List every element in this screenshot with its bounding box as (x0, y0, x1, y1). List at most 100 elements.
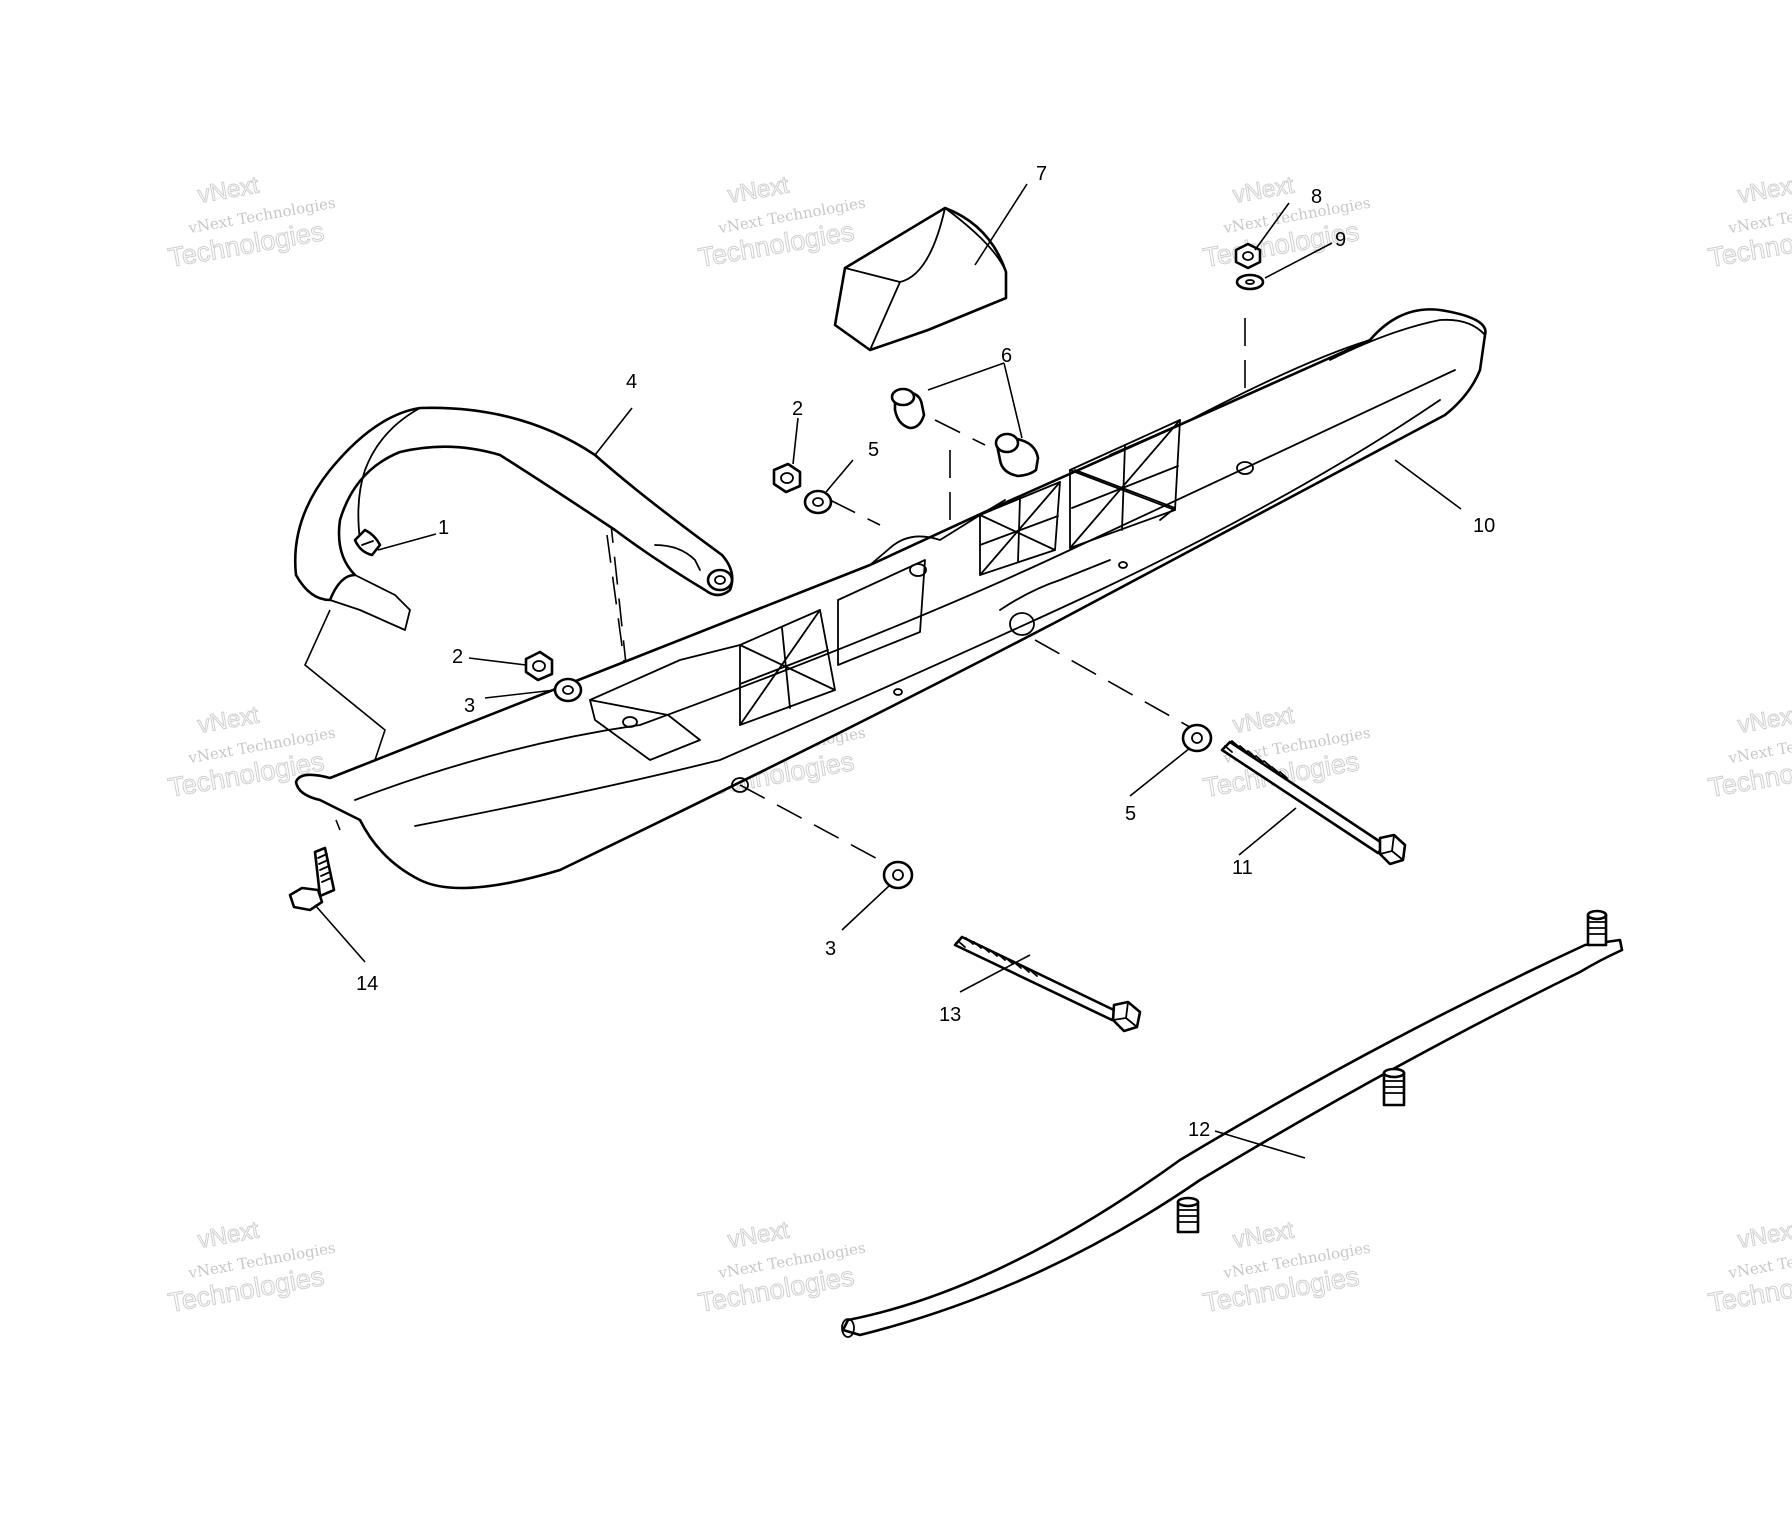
assembly-line-14 (335, 819, 341, 831)
callout-12: 12 (1188, 1119, 1210, 1141)
watermark-tile: vNext vNext Technologies Technologies (1200, 171, 1372, 273)
screw-14-threads (317, 853, 332, 883)
leader-lines (314, 183, 1462, 1159)
ski-side-rail (999, 559, 1111, 611)
wear-bar (841, 909, 1624, 1338)
leader-14 (314, 904, 366, 963)
ski-hole-rear (622, 716, 638, 728)
washer-upper (803, 489, 833, 515)
leader-3-upper (484, 689, 556, 699)
tip-washer (1235, 273, 1265, 291)
bumper-inner-curve (357, 407, 421, 541)
watermark-tile: vNext vNext Technologies Technologies (1705, 701, 1792, 803)
ski-hole-mid (909, 563, 927, 577)
callout-5-lower: 5 (1125, 803, 1136, 825)
callout-7: 7 (1036, 163, 1047, 185)
leader-10 (1394, 459, 1462, 510)
watermark-top-text: vNext (196, 172, 261, 209)
ski-bumper (293, 406, 734, 631)
callout-3-upper: 3 (464, 695, 475, 717)
frame-panel-3-brace (979, 481, 1061, 576)
callout-5-upper: 5 (868, 439, 879, 461)
watermark-top-text: vNext (1231, 172, 1296, 209)
washer-upper-hole (812, 497, 824, 507)
leader-9 (1264, 242, 1333, 279)
bolt-11 (1220, 740, 1407, 866)
ski-frame-rail-rear (589, 644, 741, 701)
nut-washer-upper (772, 462, 833, 515)
washer-lower (553, 677, 583, 703)
bushing-upper-flange (890, 387, 916, 407)
bushing-lower-flange (994, 432, 1020, 454)
seat-pad-front-edge (869, 281, 901, 351)
leader-5-lower (1129, 747, 1191, 797)
washer-bolt-11 (1181, 723, 1213, 753)
washer-3-lower (882, 860, 914, 890)
callout-10: 10 (1473, 515, 1495, 537)
bushing-upper (890, 387, 926, 430)
callout-4: 4 (626, 371, 637, 393)
watermark-top-text: vNext (1231, 702, 1296, 739)
seat-pad (833, 206, 1008, 352)
stud-2-top (1382, 1067, 1406, 1079)
ski-rear-pocket (589, 699, 701, 761)
seat-pad-right-edge (944, 207, 1007, 273)
stud-1-threads (1177, 1209, 1199, 1223)
tip-nut-hole (1242, 251, 1254, 261)
bumper-end-plate (329, 574, 411, 631)
ski-outline (294, 308, 1487, 890)
leader-2-lower (468, 657, 527, 666)
callout-3-lower: 3 (825, 938, 836, 960)
watermark-top-text: vNext (1736, 172, 1792, 209)
callout-11: 11 (1232, 857, 1253, 879)
nut-upper (772, 462, 802, 494)
assembly-line-bolt-11 (1034, 639, 1196, 731)
leader-1 (377, 533, 437, 551)
watermark-tile: vNext vNext Technologies Technologies (165, 1216, 337, 1318)
nut-lower (524, 650, 554, 682)
ski-hole-small-2 (893, 688, 903, 696)
clip (353, 528, 382, 557)
bumper-tube-hole (714, 575, 726, 585)
washer-5-lower-hole (1191, 732, 1203, 744)
frame-panel-1-brace (739, 609, 836, 726)
watermark-tile: vNext vNext Technologies Technologies (1705, 1216, 1792, 1318)
bolt-11-threads (1224, 740, 1288, 779)
ski-hole-tip (1236, 461, 1254, 475)
watermark-top-text: vNext (1736, 702, 1792, 739)
stud-3-threads (1587, 921, 1607, 935)
leader-11 (1238, 807, 1297, 856)
ski-tip-curve (1329, 318, 1486, 361)
callout-labels: 7 8 9 6 2 5 4 1 2 3 10 5 11 3 13 14 12 (356, 163, 1495, 1141)
leader-3-lower (841, 884, 891, 931)
nut-upper-hole (780, 472, 794, 484)
tip-nut (1234, 242, 1262, 270)
ski-hole-small (1118, 561, 1128, 569)
callout-8: 8 (1311, 186, 1322, 208)
seat-pad-top-curve (844, 207, 946, 283)
bolt-13 (953, 935, 1142, 1033)
leader-8 (1254, 202, 1290, 251)
ski-hole-front (731, 777, 749, 793)
stud-3-top (1586, 909, 1608, 921)
ski-inner-rail-top (354, 369, 1456, 801)
nut-lower-hole (532, 660, 546, 672)
washer-lower-hole (562, 685, 574, 695)
callout-1: 1 (438, 517, 449, 539)
assembly-line-5 (829, 499, 881, 526)
watermark-top-text: vNext (196, 702, 261, 739)
screw-14-head (288, 886, 324, 912)
stud-1-top (1176, 1196, 1200, 1208)
ski-hole-pivot (1009, 612, 1035, 636)
leader-13 (959, 954, 1031, 993)
watermark-top-text: vNext (726, 172, 791, 209)
watermark-top-text: vNext (196, 1217, 261, 1254)
screw-14-shank (313, 846, 336, 898)
watermark-tile: vNext vNext Technologies Technologies (165, 701, 337, 803)
watermark-top-text: vNext (1231, 1217, 1296, 1254)
watermark-tile: vNext vNext Technologies Technologies (1200, 1216, 1372, 1318)
watermark-top-text: vNext (1736, 1217, 1792, 1254)
leader-6a (927, 362, 1005, 391)
washer-5-lower (1181, 723, 1213, 753)
